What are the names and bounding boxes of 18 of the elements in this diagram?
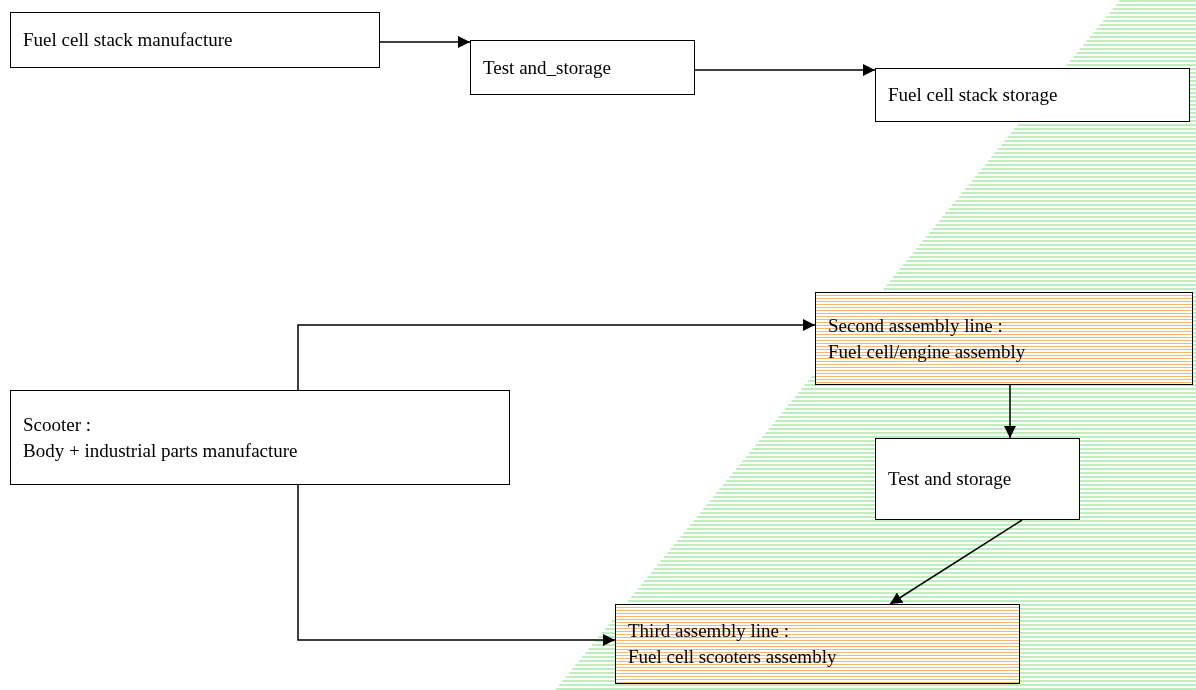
process-box (10, 390, 510, 485)
box-text: Scooter : (23, 412, 93, 437)
box-text: Fuel cell stack manufacture (23, 28, 234, 52)
process-box (10, 12, 380, 68)
arrow (379, 36, 471, 48)
process-box (875, 438, 1080, 520)
arrow (297, 484, 616, 646)
box-text: Test and storage (888, 467, 1013, 491)
arrow (694, 64, 876, 76)
arrow (1004, 384, 1016, 439)
box-text: Test and_storage (483, 55, 612, 80)
box-text: Body + industrial parts manufacture (23, 438, 299, 463)
process-box (815, 292, 1193, 385)
process-box (470, 40, 695, 95)
arrow (297, 319, 816, 391)
process-box (875, 68, 1190, 122)
box-text: Fuel cell stack storage (888, 83, 1059, 107)
process-box (615, 604, 1020, 684)
